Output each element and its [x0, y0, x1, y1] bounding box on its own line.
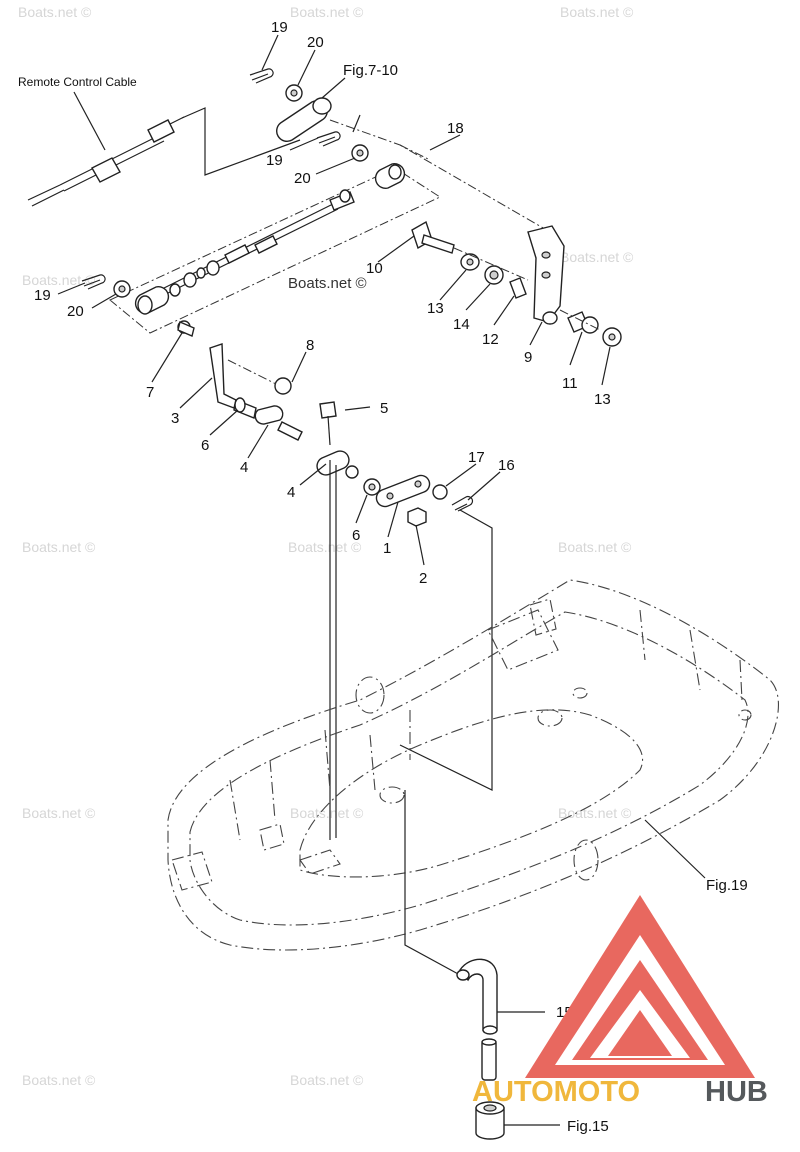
bottom-cowling [167, 579, 779, 951]
watermark: Boats.net © [560, 4, 634, 20]
callout-13: 13 [594, 391, 611, 408]
callout-14: 14 [453, 316, 470, 333]
watermark: Boats.net © [22, 1072, 96, 1088]
callout-3: 3 [171, 410, 179, 427]
callout-17: 17 [468, 449, 485, 466]
callout-6: 6 [201, 437, 209, 454]
watermarks: Boats.net © Boats.net © Boats.net © Boat… [18, 4, 634, 1088]
watermark: Boats.net © [22, 272, 96, 288]
watermark: Boats.net © [22, 805, 96, 821]
fig-7-10-ref: Fig.7-10 [343, 62, 398, 79]
callout-19: 19 [271, 19, 288, 36]
callout-13: 13 [427, 300, 444, 317]
lower-joint-assembly [316, 401, 493, 840]
fig-15-ref: Fig.15 [567, 1118, 609, 1135]
cable-label: Remote Control Cable [18, 75, 137, 89]
watermark: Boats.net © [558, 805, 632, 821]
callout-4: 4 [287, 484, 295, 501]
callout-9: 9 [524, 349, 532, 366]
upper-joint [81, 68, 551, 298]
callout-20: 20 [294, 170, 311, 187]
logo-text-hub: HUB [705, 1076, 768, 1108]
hose-assembly [404, 790, 560, 1140]
watermark: Boats.net © [290, 805, 364, 821]
watermark: Boats.net © [18, 4, 92, 20]
callout-19: 19 [266, 152, 283, 169]
callout-5: 5 [380, 400, 388, 417]
callout-7: 7 [146, 384, 154, 401]
callouts: Remote Control Cable Fig.7-10 Fig.19 Fig… [18, 19, 748, 1135]
watermark: Boats.net © [288, 539, 362, 555]
callout-19: 19 [34, 287, 51, 304]
watermark: Boats.net © [290, 1072, 364, 1088]
watermark: Boats.net © [560, 249, 634, 265]
callout-2: 2 [419, 570, 427, 587]
shift-bracket-assembly [177, 320, 303, 441]
callout-20: 20 [307, 34, 324, 51]
leader-lines [57, 34, 611, 566]
callout-8: 8 [306, 337, 314, 354]
callout-6: 6 [352, 527, 360, 544]
callout-12: 12 [482, 331, 499, 348]
callout-1: 1 [383, 540, 391, 557]
watermark: Boats.net © [558, 539, 632, 555]
throttle-link-rod [109, 163, 442, 334]
callout-18: 18 [447, 120, 464, 137]
callout-4: 4 [240, 459, 248, 476]
callout-20: 20 [67, 303, 84, 320]
watermark: Boats.net © [22, 539, 96, 555]
watermark: Boats.net © [290, 4, 364, 20]
logo-text-automoto: AUTOMOTO [472, 1076, 640, 1108]
right-lever-assembly [411, 220, 622, 347]
automotohub-logo: AUTOMOTO HUB [472, 895, 768, 1108]
callout-10: 10 [366, 260, 383, 277]
watermark-dark: Boats.net © [288, 275, 367, 292]
callout-16: 16 [498, 457, 515, 474]
callout-11: 11 [562, 375, 578, 392]
remote-control-cable [27, 91, 301, 207]
fig-19-ref: Fig.19 [706, 877, 748, 894]
